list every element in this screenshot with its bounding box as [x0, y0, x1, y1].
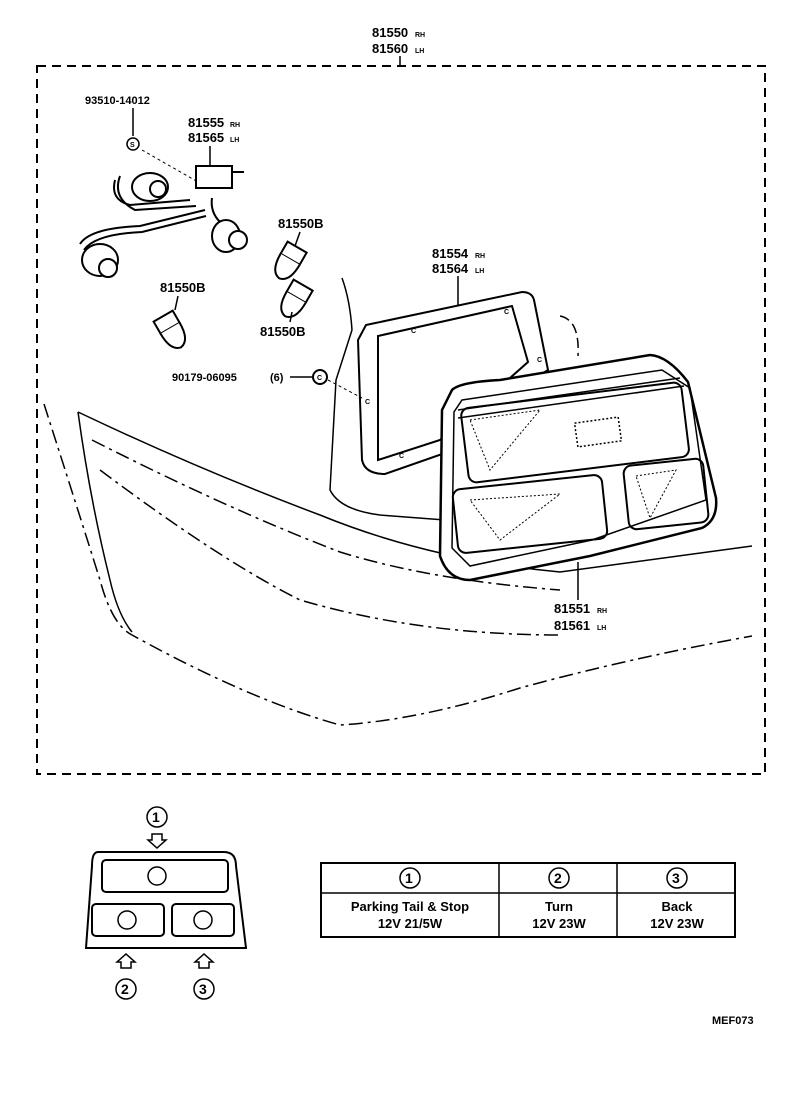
- legend-cell-1-line2: 12V 21/5W: [378, 916, 443, 931]
- screw-part: 93510-14012 S: [85, 95, 199, 183]
- legend-header-1: 1: [405, 870, 413, 886]
- bulb-part-c: 81550B: [260, 311, 306, 339]
- bulb-legend-table: 1 2 3 Parking Tail & Stop 12V 21/5W Turn…: [320, 862, 736, 938]
- assembly-number-lh: 81560: [372, 41, 408, 56]
- legend-header-2: 2: [554, 870, 562, 886]
- socket-number-lh: 81565: [188, 130, 224, 145]
- svg-text:C: C: [504, 309, 509, 316]
- screw-part-number: 93510-14012: [85, 95, 150, 107]
- lamp-callout-3: 3: [199, 981, 207, 997]
- nut-marker: C: [317, 375, 322, 382]
- lamp-callout-2: 2: [121, 981, 129, 997]
- assembly-side-rh: RH: [415, 32, 425, 39]
- socket-number-rh: 81555: [188, 115, 224, 130]
- gasket-number-lh: 81564: [432, 261, 469, 276]
- bulb-b-number: 81550B: [160, 280, 206, 295]
- svg-text:C: C: [411, 328, 416, 335]
- socket-side-lh: LH: [230, 137, 239, 144]
- svg-text:C: C: [537, 357, 542, 364]
- nut-quantity: (6): [270, 372, 284, 384]
- lamp-callout-1: 1: [152, 809, 160, 825]
- assembly-label: 81550 RH 81560 LH: [372, 25, 425, 66]
- legend-header-3: 3: [672, 870, 680, 886]
- bulb-part-b: 81550B: [152, 280, 206, 349]
- assembly-number-rh: 81550: [372, 25, 408, 40]
- socket-wire-part: 81555 RH 81565 LH: [79, 115, 248, 278]
- bulb-a-number: 81550B: [278, 216, 324, 231]
- screw-marker: S: [130, 142, 135, 149]
- lens-side-lh: LH: [597, 625, 606, 632]
- legend-cell-2-line2: 12V 23W: [532, 916, 586, 931]
- lens-side-rh: RH: [597, 608, 607, 615]
- nut-part-number: 90179-06095: [172, 372, 237, 384]
- legend-cell-3-line2: 12V 23W: [650, 916, 704, 931]
- assembly-side-lh: LH: [415, 48, 424, 55]
- gasket-side-rh: RH: [475, 253, 485, 260]
- lamp-position-diagram: 1 2 3: [84, 806, 248, 1000]
- bulb-c-number: 81550B: [260, 324, 306, 339]
- lens-number-lh: 81561: [554, 618, 590, 633]
- legend-cell-2-line1: Turn: [545, 899, 573, 914]
- assembly-boundary: [36, 65, 766, 775]
- svg-text:C: C: [365, 399, 370, 406]
- gasket-number-rh: 81554: [432, 246, 469, 261]
- lens-number-rh: 81551: [554, 601, 590, 616]
- legend-cell-1-line1: Parking Tail & Stop: [351, 899, 469, 914]
- legend-cell-3-line1: Back: [661, 899, 693, 914]
- socket-side-rh: RH: [230, 122, 240, 129]
- lens-part: 81551 RH 81561 LH: [438, 353, 718, 633]
- figure-code: MEF073: [712, 1015, 754, 1027]
- svg-text:C: C: [399, 453, 404, 460]
- nut-part: 90179-06095 (6) C: [172, 369, 363, 399]
- bulb-part-a: 81550B: [274, 216, 324, 318]
- gasket-side-lh: LH: [475, 268, 484, 275]
